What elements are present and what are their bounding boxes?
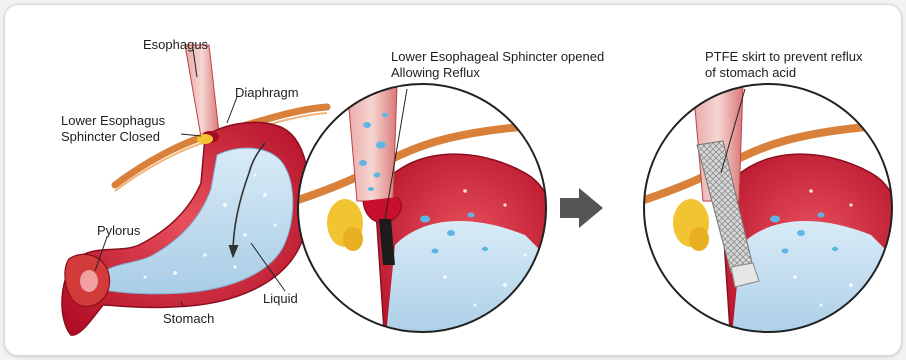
esophagus-tube xyxy=(185,45,219,137)
ptfe-skirt-detail xyxy=(641,84,901,345)
label-les-closed-1: Lower Esophagus xyxy=(61,113,166,128)
label-esophagus: Esophagus xyxy=(143,37,209,52)
label-les-closed-2: Sphincter Closed xyxy=(61,129,160,144)
label-ptfe-2: of stomach acid xyxy=(705,65,796,80)
label-liquid: Liquid xyxy=(263,291,298,306)
label-pylorus: Pylorus xyxy=(97,223,141,238)
reflux-diagram: Esophagus Diaphragm Lower Esophagus Sphi… xyxy=(5,5,901,355)
label-les-opened-1: Lower Esophageal Sphincter opened xyxy=(391,49,604,64)
label-ptfe-1: PTFE skirt to prevent reflux xyxy=(705,49,863,64)
transition-arrow xyxy=(560,188,603,228)
les-opened-detail xyxy=(295,80,558,345)
label-diaphragm: Diaphragm xyxy=(235,85,299,100)
label-les-opened-2: Allowing Reflux xyxy=(391,65,480,80)
diagram-card: Esophagus Diaphragm Lower Esophagus Sphi… xyxy=(4,4,902,356)
label-stomach: Stomach xyxy=(163,311,214,326)
